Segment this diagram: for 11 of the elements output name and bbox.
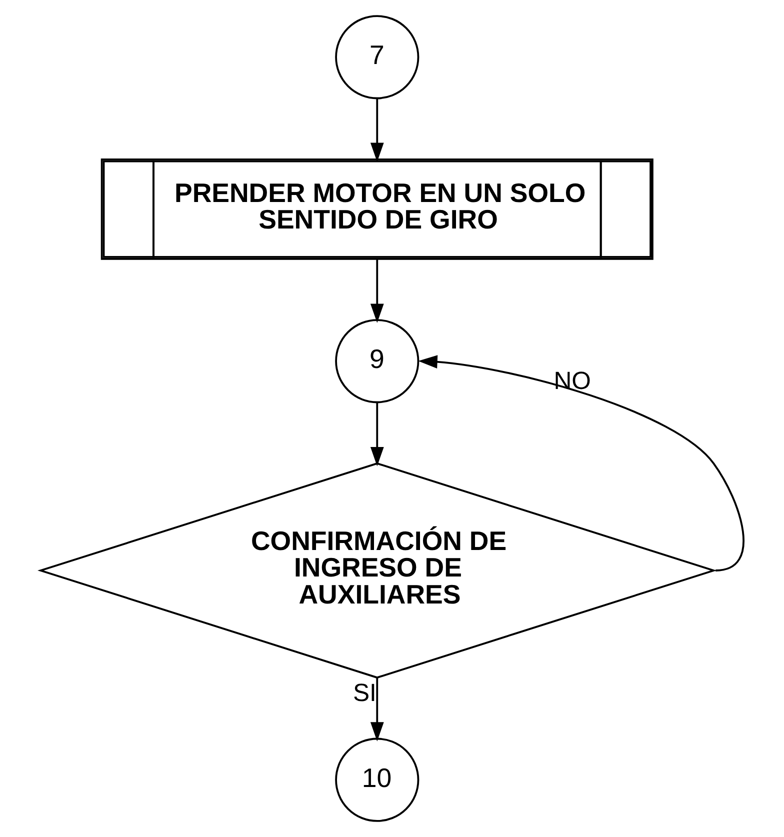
edge-label: NO [553,368,590,395]
node-circle: 9 [334,319,419,404]
node-circle: 10 [334,738,419,822]
arrow [370,98,384,162]
node-diamond: CONFIRMACIÓN DE INGRESO DE AUXILIARES [37,462,716,679]
arrow [418,355,744,572]
node-circle: 7 [334,15,419,100]
edge-label: SI [352,680,376,707]
arrow [370,260,384,323]
arrow [370,678,384,742]
arrow [370,402,384,466]
